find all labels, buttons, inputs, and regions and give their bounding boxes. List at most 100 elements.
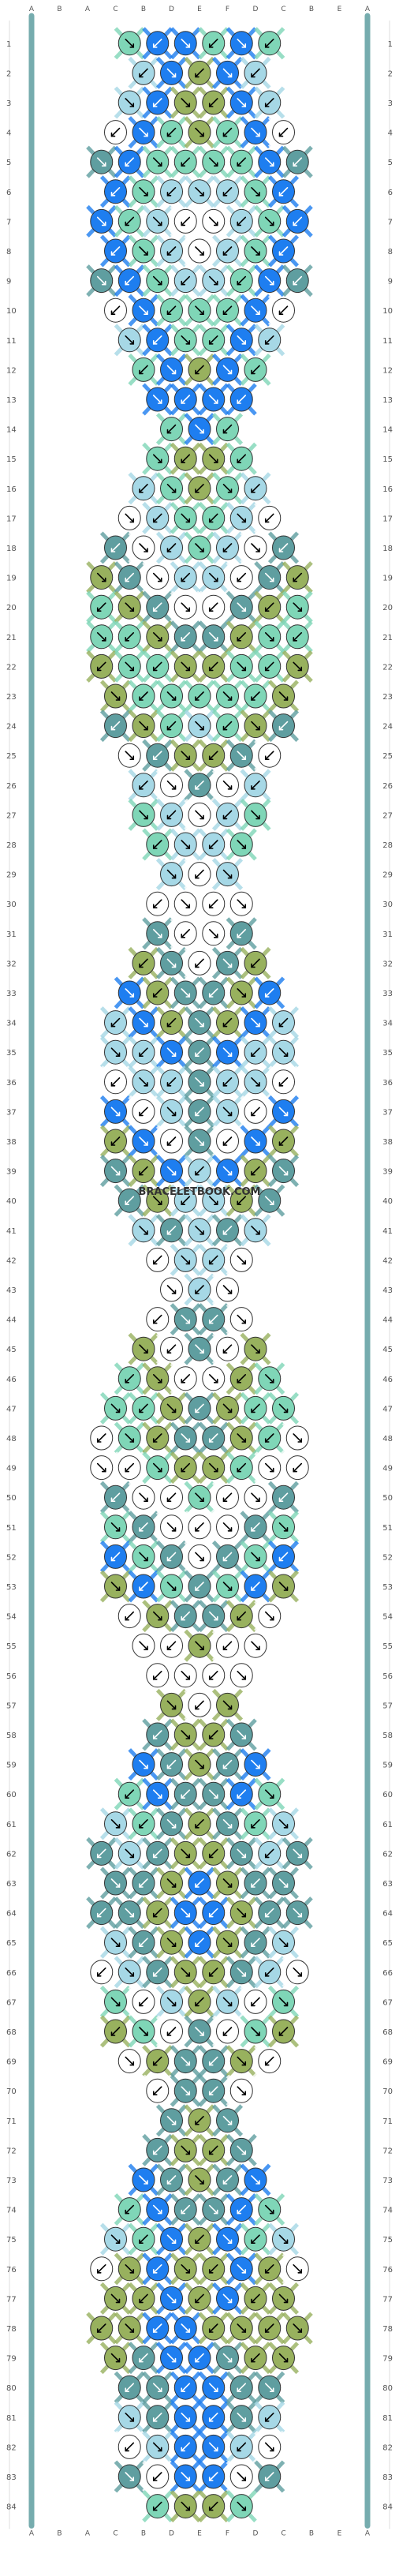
knot-arrow-icon: [125, 632, 135, 642]
row-number: 6: [6, 189, 11, 197]
knot-arrow-icon: [195, 1997, 204, 2007]
row-number: 65: [382, 1939, 393, 1948]
row-number: 34: [382, 1020, 393, 1028]
knot-arrow-icon: [222, 1136, 233, 1146]
knot-arrow-icon: [208, 1848, 218, 1859]
knot-arrow-icon: [152, 1196, 162, 1205]
string-letter: D: [169, 2529, 174, 2537]
knot-arrow-icon: [222, 1047, 233, 1057]
knot-arrow-icon: [139, 1077, 148, 1087]
knot-arrow-icon: [125, 335, 135, 345]
knot-arrow-icon: [125, 1611, 135, 1621]
knot-arrow-icon: [166, 305, 177, 315]
knot-arrow-icon: [125, 751, 135, 760]
knot-arrow-icon: [181, 988, 191, 998]
string-letter: B: [141, 6, 146, 13]
knot-arrow-icon: [264, 2056, 274, 2066]
knot-arrow-icon: [195, 1017, 204, 1028]
row-number: 41: [382, 1227, 393, 1236]
knot-arrow-icon: [251, 1047, 260, 1057]
knot-arrow-icon: [264, 751, 274, 760]
knot-arrow-icon: [222, 305, 233, 315]
knot-arrow-icon: [208, 2264, 218, 2274]
knot-arrow-icon: [195, 1047, 204, 1057]
knot-arrow-icon: [152, 2204, 162, 2215]
knot-arrow-icon: [208, 2086, 218, 2095]
knot-arrow-icon: [152, 98, 162, 107]
row-number: 55: [6, 1642, 17, 1651]
row-number: 45: [6, 1346, 17, 1354]
knot-arrow-icon: [237, 2086, 247, 2095]
knot-arrow-icon: [195, 869, 204, 879]
knot-arrow-icon: [125, 572, 135, 582]
row-number: 54: [6, 1613, 17, 1622]
knot-arrow-icon: [166, 869, 177, 879]
string-letter: C: [281, 2529, 285, 2537]
knot-arrow-icon: [195, 68, 204, 78]
knot-arrow-icon: [208, 335, 218, 345]
row-number: 81: [382, 2414, 393, 2423]
row-number: 80: [6, 2384, 17, 2393]
knot-arrow-icon: [139, 958, 148, 968]
knot-arrow-icon: [181, 632, 191, 642]
knot-arrow-icon: [278, 721, 289, 731]
row-number: 36: [6, 1079, 17, 1088]
row-number: 21: [382, 634, 393, 642]
knot-arrow-icon: [251, 781, 260, 790]
row-number: 39: [6, 1168, 17, 1177]
knot-arrow-icon: [152, 2501, 162, 2511]
knot-arrow-icon: [251, 1017, 260, 1028]
row-number: 61: [382, 1821, 393, 1829]
knot-arrow-icon: [222, 721, 233, 731]
row-number: 84: [6, 2503, 17, 2512]
row-number: 73: [382, 2177, 393, 2185]
knot-arrow-icon: [293, 1908, 303, 1918]
knot-arrow-icon: [278, 1492, 289, 1502]
row-number: 52: [382, 1553, 393, 1562]
knot-arrow-icon: [166, 68, 177, 78]
knot-arrow-icon: [152, 572, 162, 582]
knot-arrow-icon: [139, 691, 148, 701]
knot-arrow-icon: [166, 810, 177, 820]
knot-arrow-icon: [139, 1552, 148, 1562]
knot-arrow-icon: [208, 275, 218, 286]
knot-arrow-icon: [208, 1730, 218, 1739]
row-number: 70: [382, 2087, 393, 2096]
row-number: 61: [6, 1821, 17, 1829]
knot-arrow-icon: [152, 1730, 162, 1739]
row-number: 75: [6, 2236, 17, 2245]
knot-arrow-icon: [293, 1433, 303, 1443]
knot-arrow-icon: [125, 2264, 135, 2274]
knot-arrow-icon: [195, 246, 204, 256]
row-number: 47: [382, 1405, 393, 1413]
knot-arrow-icon: [152, 1671, 162, 1680]
knot-arrow-icon: [251, 1136, 260, 1146]
knot-arrow-icon: [251, 1819, 260, 1829]
row-number: 73: [6, 2177, 17, 2185]
knot-arrow-icon: [139, 1344, 148, 1354]
row-number: 57: [382, 1702, 393, 1710]
knot-arrow-icon: [181, 899, 191, 908]
knot-arrow-icon: [181, 2056, 191, 2066]
row-number: 27: [6, 811, 17, 820]
knot-arrow-icon: [222, 1819, 233, 1829]
knot-arrow-icon: [195, 2234, 204, 2244]
knot-arrow-icon: [293, 1968, 303, 1977]
row-number: 63: [6, 1880, 17, 1889]
row-number: 45: [382, 1346, 393, 1354]
row-number: 26: [6, 782, 17, 791]
knot-arrow-icon: [195, 2353, 204, 2363]
row-number: 36: [382, 1079, 393, 1088]
row-number: 82: [6, 2443, 17, 2452]
string-letter: C: [113, 6, 117, 13]
row-number: 72: [382, 2147, 393, 2155]
knot-arrow-icon: [110, 2234, 121, 2244]
knot-arrow-icon: [251, 1106, 260, 1117]
knot-arrow-icon: [181, 1255, 191, 1265]
knot-arrow-icon: [110, 187, 121, 197]
row-number: 9: [6, 278, 11, 286]
knot-arrow-icon: [181, 1196, 191, 1205]
knot-arrow-icon: [237, 1462, 247, 1473]
knot-arrow-icon: [293, 216, 303, 227]
